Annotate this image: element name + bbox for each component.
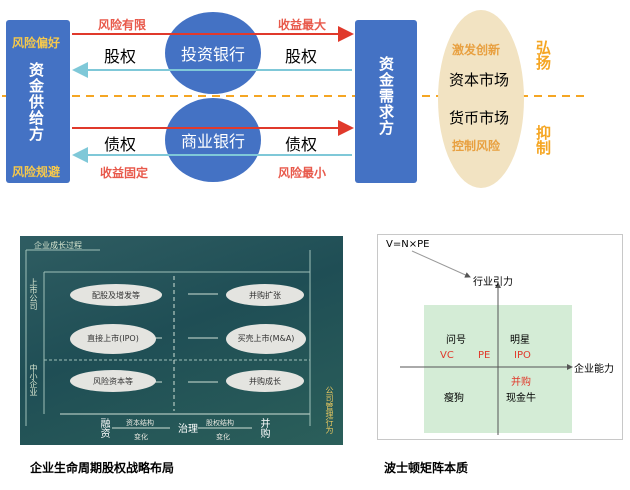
diagonal-arrow bbox=[411, 250, 471, 278]
suppress-label: 抑制 bbox=[534, 125, 552, 155]
equity-change-label: 变化 bbox=[216, 433, 230, 441]
equity-left: 股权 bbox=[104, 47, 137, 66]
investment-bank-label: 投资银行 bbox=[180, 45, 245, 64]
boston-panel: V=N×PE 行业引力 企业能力 问号 明星 瘦狗 现金牛 VC PE IPO … bbox=[377, 234, 623, 440]
capital-market-label: 资本市场 bbox=[449, 71, 510, 89]
promote-label: 弘扬 bbox=[534, 40, 552, 70]
rights-issue-text: 配股及增发等 bbox=[92, 290, 140, 300]
investment-bank-circle: 投资银行 bbox=[165, 12, 261, 94]
capital-structure-label: 资本结构 bbox=[126, 419, 154, 427]
debt-left: 债权 bbox=[104, 135, 137, 154]
growth-process-label: 企业成长过程 bbox=[34, 241, 82, 250]
money-market-label: 货币市场 bbox=[449, 109, 510, 127]
capability-label: 企业能力 bbox=[574, 364, 614, 375]
stimulate-innovation-note: 激发创新 bbox=[452, 43, 501, 57]
merger-label-boston: 并购 bbox=[511, 377, 531, 388]
demand-side-box bbox=[355, 20, 417, 183]
market-ellipse bbox=[438, 10, 524, 188]
merger-expansion-oval: 并购扩张 bbox=[226, 284, 304, 306]
financing-label: 融资 bbox=[98, 418, 109, 438]
boston-axes bbox=[400, 250, 573, 435]
equity-structure-label: 股权结构 bbox=[206, 419, 234, 427]
capital-change-label: 变化 bbox=[134, 433, 148, 441]
merger-growth-oval: 并购成长 bbox=[226, 370, 304, 392]
listed-company-label: 上市公司 bbox=[29, 278, 38, 310]
venture-capital-text: 风险资本等 bbox=[93, 376, 133, 386]
dog-label: 瘦狗 bbox=[444, 393, 464, 404]
risk-preference-note: 风险偏好 bbox=[12, 36, 61, 50]
demand-side-label: 资金需求方 bbox=[377, 56, 395, 136]
pe-label: PE bbox=[478, 350, 491, 361]
lifecycle-panel: 企业成长过程 上市公司 中小企业 公司管理行为 配股及增发等 并购扩张 直接上市… bbox=[20, 236, 343, 445]
control-risk-note: 控制风险 bbox=[452, 139, 501, 153]
commercial-bank-label: 商业银行 bbox=[180, 132, 245, 151]
value-formula: V=N×PE bbox=[386, 239, 430, 250]
supply-side-label: 资金供给方 bbox=[27, 62, 45, 142]
management-behavior-label: 公司管理行为 bbox=[325, 386, 334, 434]
industry-attraction-label: 行业引力 bbox=[473, 277, 513, 288]
vc-label: VC bbox=[440, 350, 454, 361]
rights-issue-oval: 配股及增发等 bbox=[70, 284, 162, 306]
star-label: 明星 bbox=[510, 335, 530, 346]
merger-label: 并购 bbox=[258, 418, 269, 438]
min-risk-note: 风险最小 bbox=[278, 166, 327, 180]
ipo-label: IPO bbox=[514, 350, 531, 361]
merger-growth-text: 并购成长 bbox=[249, 376, 281, 386]
boston-caption: 波士顿矩阵本质 bbox=[384, 461, 469, 475]
equity-right: 股权 bbox=[285, 47, 318, 66]
question-mark-label: 问号 bbox=[446, 335, 466, 346]
backdoor-listing-oval: 买壳上市(M&A) bbox=[226, 324, 306, 354]
debt-right: 债权 bbox=[285, 135, 318, 154]
fixed-return-note: 收益固定 bbox=[100, 166, 149, 180]
flow-arrows bbox=[72, 26, 354, 163]
commercial-bank-circle: 商业银行 bbox=[165, 98, 261, 182]
merger-expansion-text: 并购扩张 bbox=[249, 290, 281, 300]
venture-capital-oval: 风险资本等 bbox=[70, 370, 156, 392]
sme-label: 中小企业 bbox=[29, 364, 38, 396]
lifecycle-lines bbox=[25, 249, 311, 429]
backdoor-listing-text: 买壳上市(M&A) bbox=[237, 334, 295, 343]
risk-averse-note: 风险规避 bbox=[12, 165, 61, 179]
direct-ipo-oval: 直接上市(IPO) bbox=[70, 324, 156, 354]
governance-label: 治理 bbox=[178, 424, 198, 435]
limited-risk-note: 风险有限 bbox=[98, 18, 147, 32]
direct-ipo-text: 直接上市(IPO) bbox=[87, 334, 139, 343]
cash-cow-label: 现金牛 bbox=[506, 393, 536, 404]
supply-side-box bbox=[6, 20, 70, 183]
max-return-note: 收益最大 bbox=[278, 18, 327, 32]
lifecycle-caption: 企业生命周期股权战略布局 bbox=[30, 461, 175, 475]
